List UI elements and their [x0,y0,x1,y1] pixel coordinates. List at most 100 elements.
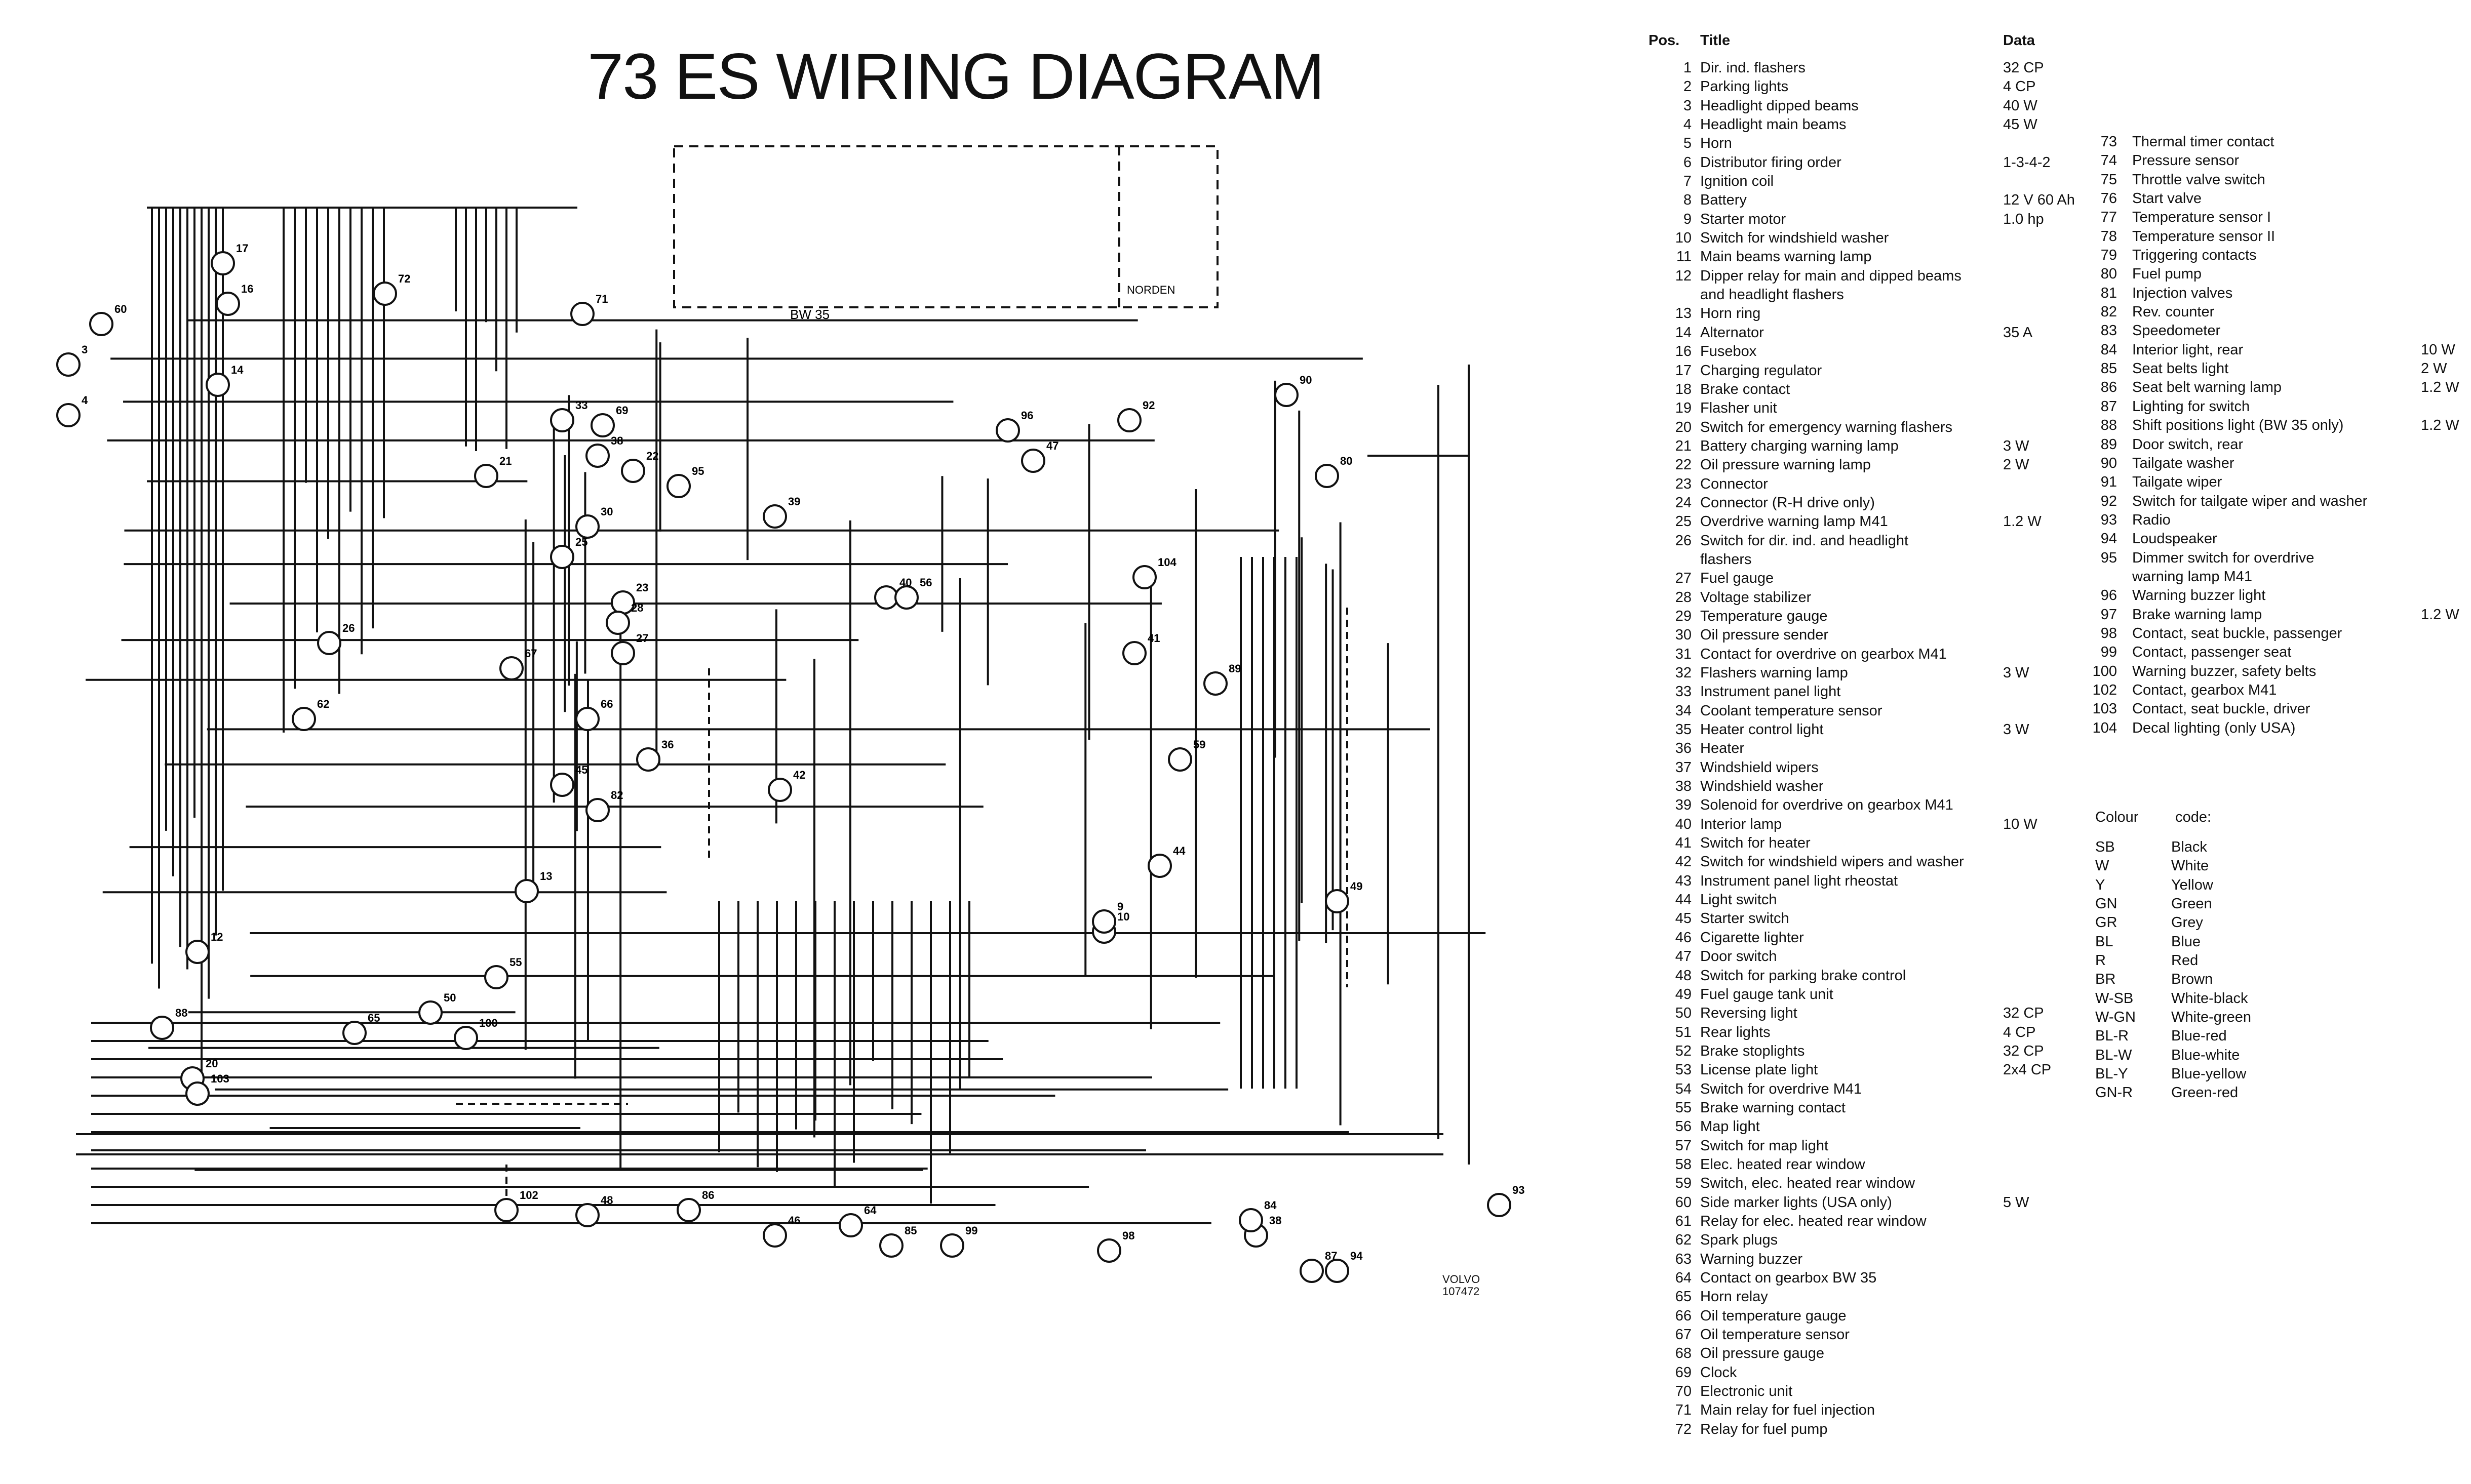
legend-title: Flashers warning lamp [1700,665,1848,681]
legend-title: Interior lamp [1700,816,1782,832]
legend-title: Main beams warning lamp [1700,249,1872,265]
legend-title: Seat belts light [2132,360,2229,377]
diagram-number: 107472 [1442,1285,1480,1298]
legend-pos: 58 [1675,1156,1692,1173]
colour-name: Blue [2171,933,2201,950]
legend-pos: 4 [1683,116,1692,133]
legend-title: Injection valves [2132,285,2233,301]
legend-data: 3 W [2003,721,2029,738]
legend-pos: 55 [1675,1099,1692,1116]
legend-pos: 34 [1675,702,1692,719]
legend-title: Switch for map light [1700,1137,1829,1154]
legend-pos: 49 [1675,986,1692,1002]
component-symbol [666,474,691,498]
component-symbol [879,1233,904,1258]
component-number: 103 [211,1072,229,1085]
legend-title: Elec. heated rear window [1700,1156,1865,1173]
legend-pos: 20 [1675,419,1692,435]
legend-pos: 16 [1675,343,1692,360]
legend-pos: 53 [1675,1062,1692,1078]
colour-code: SB [2095,839,2115,855]
legend-pos: 24 [1675,494,1692,511]
legend-pos: 1 [1683,60,1692,76]
legend-title: Temperature sensor II [2132,228,2276,245]
component-symbol [550,545,574,569]
legend-pos: 11 [1676,249,1692,265]
component-symbol [206,373,230,397]
component-number: 93 [1512,1184,1524,1196]
legend-pos: 3 [1683,97,1692,114]
legend-data: 2x4 CP [2003,1062,2052,1078]
component-number: 80 [1340,455,1352,467]
component-number: 60 [114,303,127,315]
legend-title: Connector [1700,475,1768,492]
legend-title: Switch for windshield wipers and washer [1700,854,1964,870]
component-number: 38 [611,434,623,447]
legend-pos: 46 [1675,929,1692,946]
legend-title: flashers [1700,551,1752,568]
legend-pos: 9 [1683,211,1692,227]
component-number: 38 [1269,1214,1281,1227]
legend-pos: 92 [2100,493,2117,509]
component-symbol [940,1233,964,1258]
legend-title: Temperature gauge [1700,608,1828,624]
component-symbol [499,656,524,680]
legend-pos: 45 [1675,910,1692,927]
colour-heading-word: Colour [2095,809,2139,825]
component-symbol [1132,565,1157,589]
legend-title: Dimmer switch for overdrive [2132,549,2315,566]
component-number: 23 [636,581,648,594]
colour-row: SB Black [2095,838,2450,857]
component-symbol [418,1000,443,1025]
component-symbol [515,879,539,903]
colour-name: Blue-yellow [2171,1066,2247,1082]
component-number: 67 [525,647,537,660]
legend-title: Warning buzzer, safety belts [2132,663,2317,679]
legend-pos: 19 [1675,400,1692,417]
colour-name: Black [2171,839,2207,855]
legend-pos: 22 [1675,457,1692,473]
legend-title: Warning buzzer light [2132,587,2266,604]
legend-pos: 38 [1675,778,1692,795]
legend-data: 32 CP [2003,1005,2044,1022]
component-symbol [454,1026,478,1050]
legend-title: Door switch [1700,948,1777,965]
legend-title: Fuel gauge [1700,570,1774,587]
legend-pos: 99 [2100,644,2117,661]
component-number: 33 [575,399,587,412]
legend-title: Headlight dipped beams [1700,97,1859,114]
legend-title: Parking lights [1700,78,1789,95]
legend-pos: 48 [1675,967,1692,984]
component-number: 47 [1046,439,1058,452]
component-number: 27 [636,632,648,645]
brand-label: VOLVO [1442,1273,1480,1286]
legend-pos: 39 [1675,797,1692,814]
component-number: 84 [1264,1199,1277,1212]
legend-title: Coolant temperature sensor [1700,702,1882,719]
legend-pos: 88 [2100,417,2117,434]
